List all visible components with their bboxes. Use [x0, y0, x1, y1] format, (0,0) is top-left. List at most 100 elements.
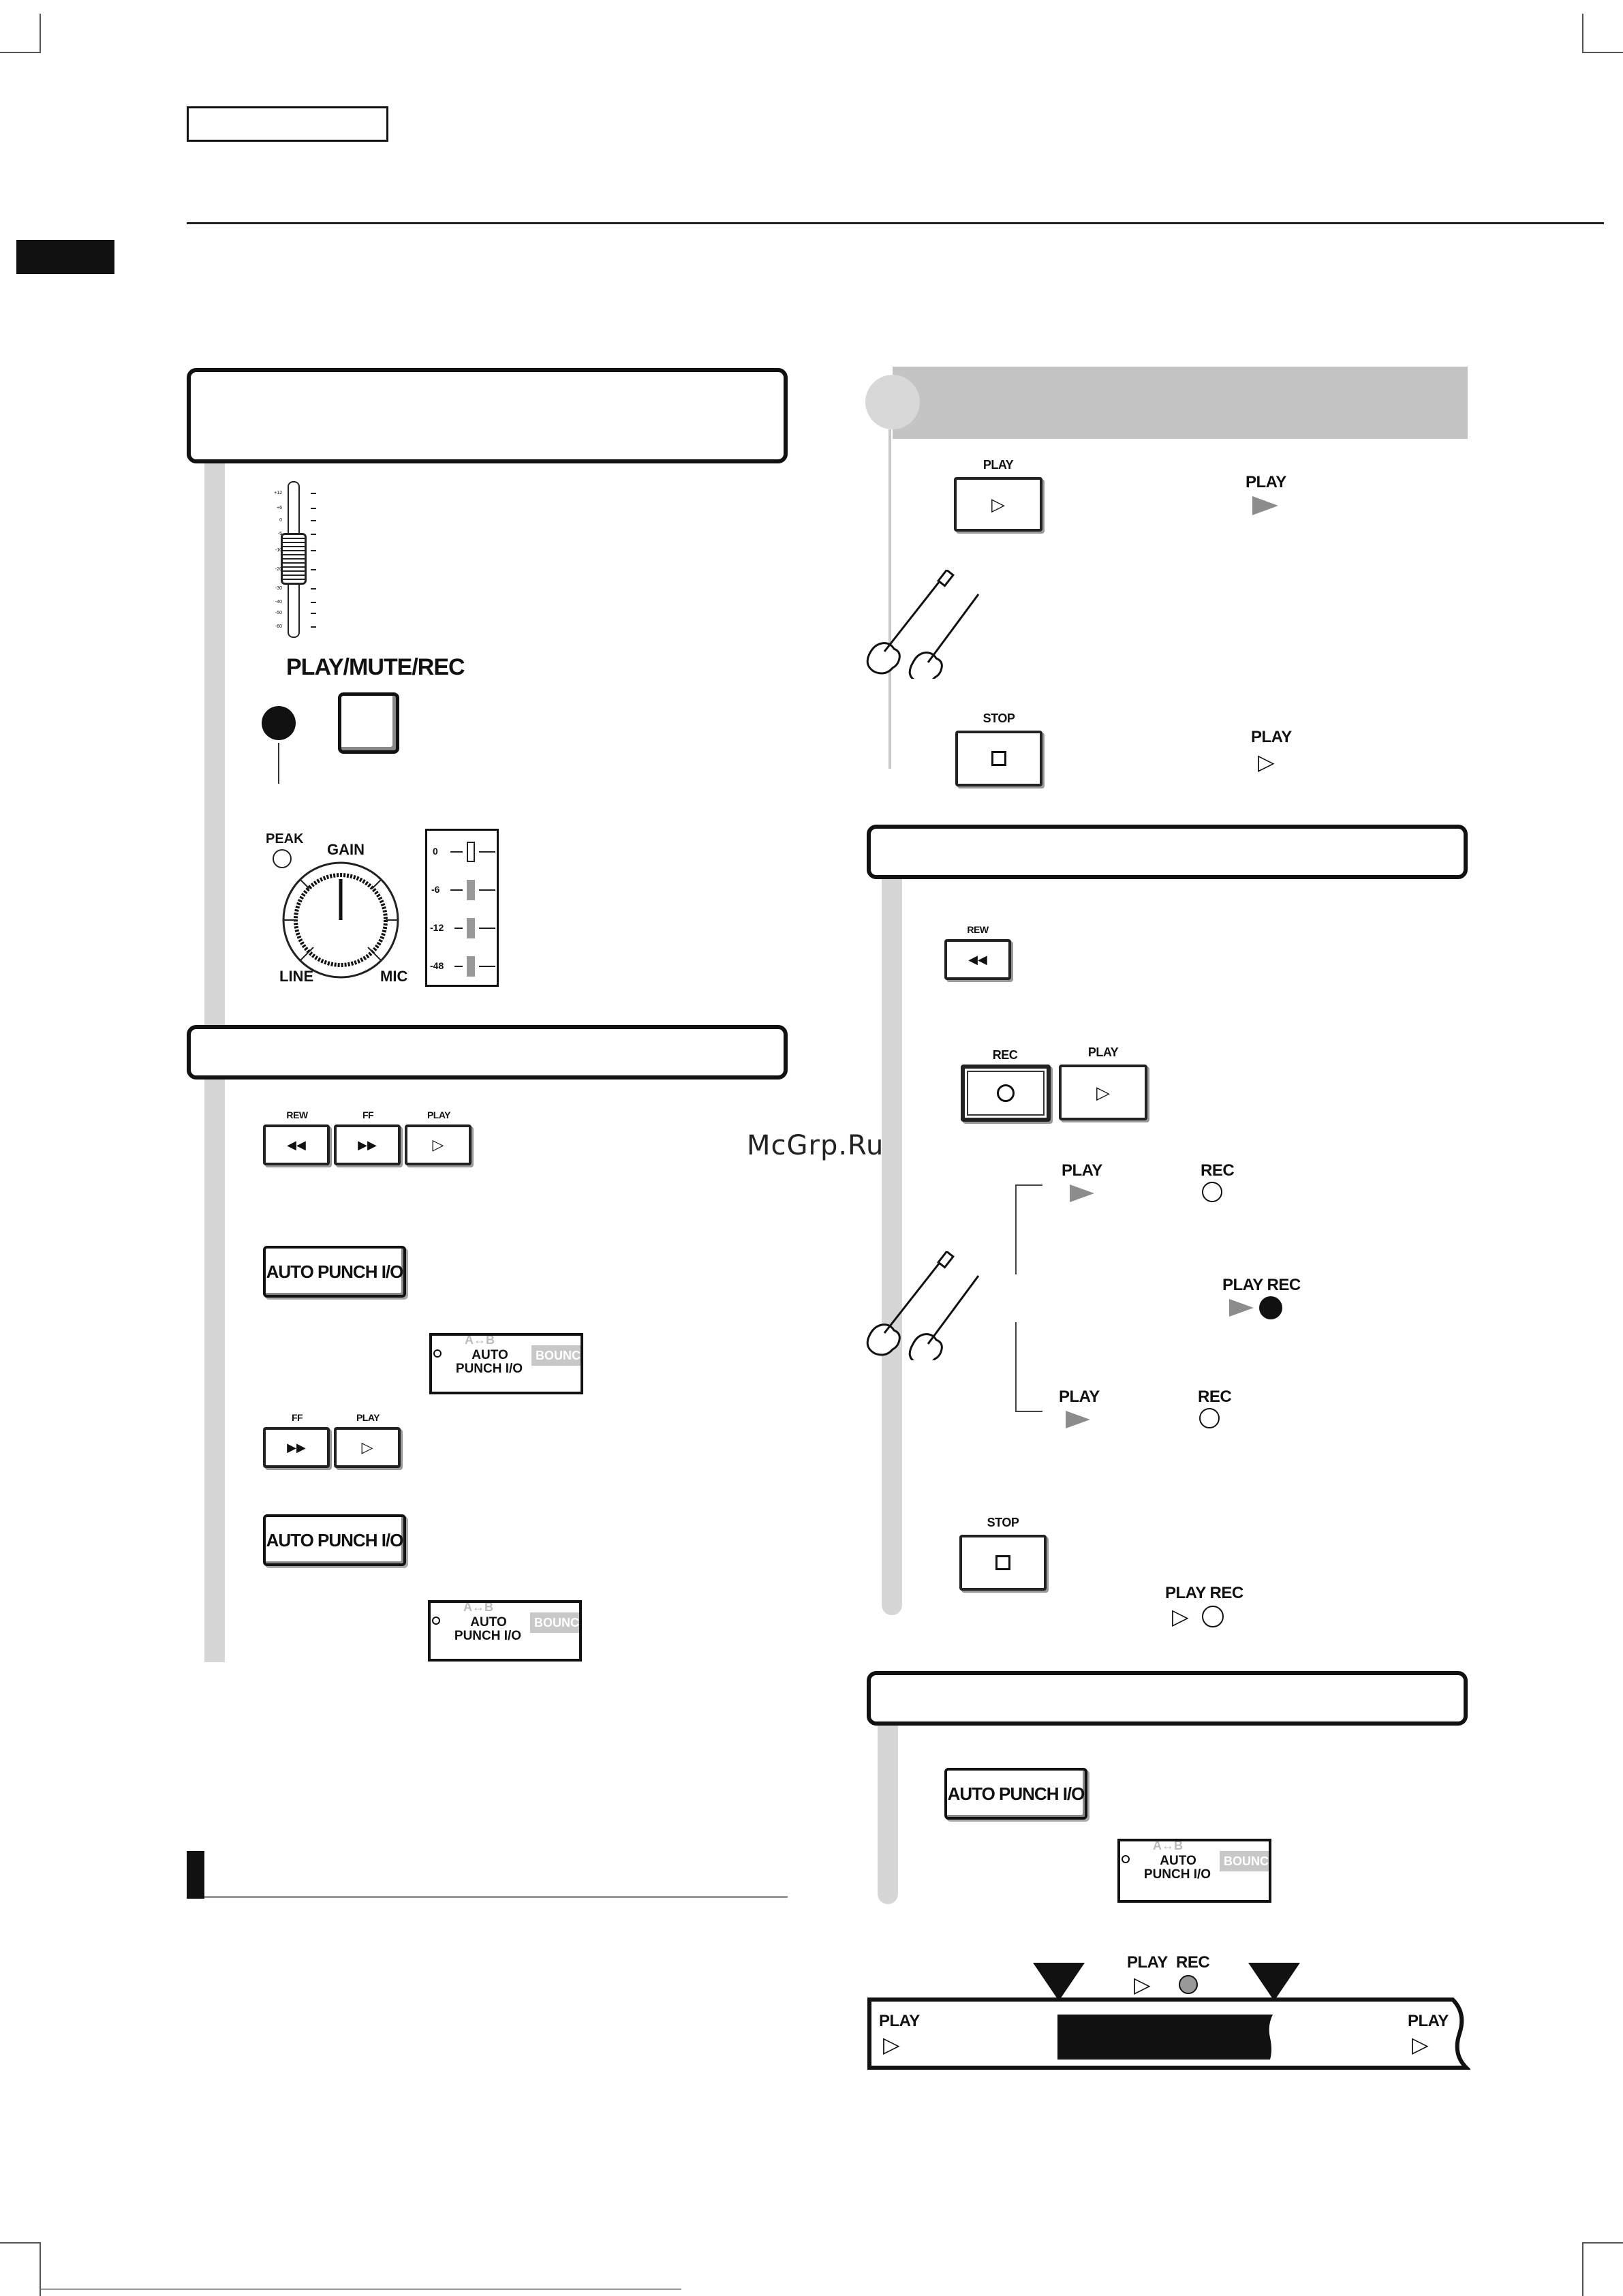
play-button[interactable]: ▷ [405, 1124, 472, 1165]
rew-button[interactable]: ◀◀ [263, 1124, 330, 1165]
timeline-rec-top-label: REC [1176, 1953, 1210, 1972]
step-box-d [867, 825, 1468, 879]
record-icon [997, 1084, 1015, 1102]
branch-line [1015, 1184, 1017, 1274]
lcd-display: A↔B AUTO PUNCH I/O BOUNCE [1117, 1839, 1271, 1903]
gain-knob[interactable] [279, 859, 402, 981]
stop-button[interactable] [955, 731, 1042, 786]
branch-line [1015, 1184, 1042, 1186]
status-play-icon [1252, 496, 1278, 515]
level-meter: 0 -6 -12 -48 [425, 829, 499, 987]
stop-button[interactable] [959, 1535, 1047, 1591]
status-play-label: PLAY [1246, 473, 1286, 491]
status-play-icon-outline: ▷ [1258, 750, 1275, 774]
subheading-marker [187, 1851, 204, 1899]
play-mute-rec-label: PLAY/MUTE/REC [286, 654, 465, 680]
fast-forward-icon: ▶▶ [358, 1137, 377, 1152]
rew-button[interactable]: ◀◀ [944, 939, 1011, 980]
crop-mark [40, 2242, 41, 2296]
meter-label-0: 0 [433, 846, 438, 857]
lcd-line2: PUNCH I/O [455, 1362, 523, 1376]
meter-segment [467, 842, 475, 862]
auto-punch-button[interactable]: AUTO PUNCH I/O [944, 1768, 1087, 1820]
led-leader-line [278, 743, 279, 784]
crop-mark [41, 2289, 681, 2290]
crop-mark [40, 14, 41, 53]
guitar-icon [866, 1251, 980, 1360]
play-label: PLAY [1087, 1045, 1119, 1059]
watermark: McGrp.Ru [747, 1130, 884, 1161]
fader-knob[interactable] [281, 533, 307, 585]
ff-label: FF [362, 1109, 374, 1120]
section-header-gray [893, 367, 1468, 439]
play-mute-rec-button[interactable] [338, 692, 399, 754]
lcd-dot [1122, 1855, 1130, 1863]
stop-label: STOP [987, 1516, 1019, 1529]
timeline-rec-top-icon [1179, 1975, 1198, 1994]
status-rec-icon [1202, 1606, 1224, 1627]
status-play-icon [1070, 1184, 1094, 1202]
step-rail-e [878, 1726, 898, 1904]
rec-button[interactable] [961, 1065, 1051, 1122]
ff-button[interactable]: ▶▶ [263, 1427, 330, 1468]
lcd-line2: PUNCH I/O [1143, 1867, 1211, 1882]
step-rail-a [204, 463, 225, 1029]
meter-label-6: -6 [431, 884, 440, 895]
fader[interactable]: +12 +6 0 -5 -10 -20 -30 -40 -50 -60 [266, 481, 341, 642]
peak-led [273, 849, 292, 868]
lcd-ab: A↔B [465, 1333, 495, 1347]
status-rec-icon-filled [1259, 1296, 1282, 1319]
auto-punch-button[interactable]: AUTO PUNCH I/O [263, 1246, 406, 1298]
step-box-e [867, 1671, 1468, 1726]
play-icon: ▷ [991, 493, 1005, 515]
lcd-line2: PUNCH I/O [454, 1629, 522, 1643]
crop-mark [1582, 14, 1583, 53]
step-box-a [187, 368, 788, 463]
subheading-rule [204, 1896, 788, 1898]
status-play-rec-label: PLAY REC [1165, 1584, 1243, 1602]
meter-label-48: -48 [430, 960, 444, 971]
fader-tick: -40 [275, 600, 282, 604]
play-button[interactable]: ▷ [954, 477, 1042, 532]
gain-label: GAIN [327, 841, 365, 858]
fader-tick: +6 [277, 506, 282, 510]
fader-tick-marks [311, 493, 316, 628]
rew-label: REW [286, 1109, 308, 1120]
timeline-play-right-icon: ▷ [1412, 2032, 1429, 2057]
play-button[interactable]: ▷ [1059, 1065, 1147, 1120]
status-rec-icon [1202, 1182, 1222, 1202]
punch-out-marker [1248, 1963, 1300, 2001]
play-icon: ▷ [1096, 1082, 1110, 1103]
status-rec-label: REC [1198, 1388, 1232, 1406]
fader-tick: -5 [277, 532, 282, 536]
status-play-icon [1066, 1411, 1090, 1428]
branch-line [1015, 1411, 1042, 1412]
play-label: PLAY [427, 1109, 451, 1120]
lcd-line1: AUTO [470, 1615, 507, 1629]
line-label: LINE [279, 968, 314, 985]
ff-label: FF [291, 1412, 303, 1423]
section-number-circle [865, 375, 920, 429]
stop-icon [995, 1555, 1010, 1570]
fader-tick: -60 [275, 624, 282, 629]
fader-tick: 0 [279, 518, 282, 523]
branch-line [1015, 1322, 1017, 1412]
rewind-icon: ◀◀ [287, 1137, 306, 1152]
lcd-dot [432, 1617, 440, 1625]
ff-button[interactable]: ▶▶ [334, 1124, 401, 1165]
fader-tick: +12 [274, 491, 282, 495]
lcd-bounce: BOUNCE [531, 1345, 581, 1366]
fast-forward-icon: ▶▶ [287, 1440, 306, 1454]
step-box-b [187, 1025, 788, 1080]
section-rail [888, 429, 891, 769]
rew-label: REW [967, 924, 989, 935]
step-rail-d [882, 879, 902, 1615]
timeline-play-top-label: PLAY [1127, 1953, 1168, 1972]
status-play-label: PLAY [1062, 1161, 1102, 1180]
auto-punch-button[interactable]: AUTO PUNCH I/O [263, 1514, 406, 1566]
stop-icon [991, 751, 1006, 766]
play-button[interactable]: ▷ [334, 1427, 401, 1468]
status-play-rec-label: PLAY REC [1222, 1276, 1301, 1294]
chapter-tab [16, 240, 114, 274]
guitar-icon [866, 570, 980, 679]
